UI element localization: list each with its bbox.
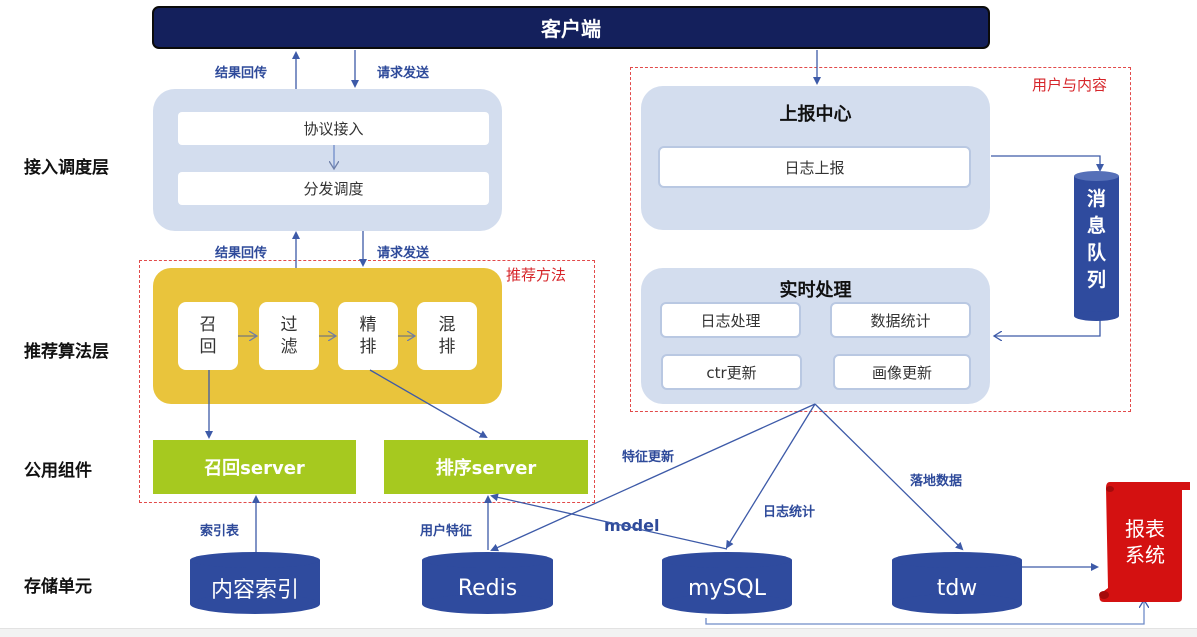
profile-update-box: 画像更新: [833, 354, 971, 390]
step-recall-char2: 回: [199, 337, 217, 357]
message-queue-char-4: 列: [1086, 269, 1106, 291]
step-filter-char1: 过: [280, 315, 298, 335]
recall-server: 召回server: [153, 440, 356, 494]
arrow-mysql-to-report: [705, 600, 1144, 625]
redis-db: Redis: [422, 566, 553, 610]
message-queue-char-2: 息: [1086, 215, 1106, 237]
client-bar: 客户端: [152, 6, 990, 49]
step-fine-rank-char1: 精: [359, 315, 377, 335]
mysql-db: mySQL: [662, 566, 792, 610]
message-queue-char-1: 消: [1086, 188, 1106, 210]
arrow-mysql-model-to-ranking-server: [490, 493, 728, 550]
arrow-log-report-to-mq: [991, 155, 1104, 172]
redis-db-shape: [422, 552, 553, 614]
arrow-realtime-landing-to-tdw: [814, 403, 964, 551]
report-system: 报表 系统: [1108, 516, 1182, 568]
data-stats-label: 数据统计: [870, 311, 931, 330]
message-queue: 消 息 队 列: [1074, 186, 1119, 294]
content-index-db-shape: [190, 552, 320, 614]
log-report-box: 日志上报: [658, 146, 971, 188]
layer-label-common: 公用组件: [24, 461, 92, 481]
arrow-mq-to-realtime: [994, 320, 1101, 336]
log-report-label: 日志上报: [784, 158, 845, 177]
dispatch-schedule-box: 分发调度: [178, 172, 489, 205]
ctr-update-box: ctr更新: [661, 354, 802, 390]
report-center-title: 上报中心: [779, 104, 852, 125]
tdw-db-shape: [892, 552, 1022, 614]
user-content-region: [630, 67, 1131, 412]
edge-label-result-return-top: 结果回传: [215, 66, 268, 81]
edge-label-log-stats: 日志统计: [763, 505, 816, 520]
arrow-realtime-feature-update-to-redis: [490, 403, 816, 552]
report-system-line1: 报表: [1125, 517, 1165, 541]
bottom-strip: [0, 628, 1197, 637]
dispatch-schedule-label: 分发调度: [303, 180, 364, 198]
edge-label-result-return-mid: 结果回传: [215, 246, 268, 261]
step-recall-char1: 召: [199, 315, 217, 335]
recall-server-label: 召回server: [204, 458, 305, 479]
mysql-db-shape: [662, 552, 792, 614]
edge-label-request-send-mid: 请求发送: [377, 246, 430, 261]
tdw-label: tdw: [936, 575, 978, 601]
edge-label-user-features: 用户特征: [420, 524, 473, 539]
step-filter: 过 滤: [259, 302, 319, 370]
realtime-processing-title: 实时处理: [779, 280, 852, 301]
step-filter-char2: 滤: [280, 337, 298, 357]
layer-label-algorithm: 推荐算法层: [24, 342, 109, 362]
ctr-update-label: ctr更新: [706, 363, 757, 382]
report-system-scroll-shape: [1099, 482, 1190, 602]
arrow-realtime-log-stats-to-mysql: [725, 403, 816, 549]
tdw-db: tdw: [892, 566, 1022, 610]
edge-label-feature-update: 特征更新: [622, 450, 675, 465]
step-mix-rank: 混 排: [417, 302, 477, 370]
content-index-db: 内容索引: [190, 566, 320, 610]
step-mix-rank-char1: 混: [438, 315, 456, 335]
message-queue-cylinder: [1074, 171, 1119, 321]
ranking-server-label: 排序server: [435, 458, 537, 479]
recommend-method-region: [139, 260, 595, 503]
step-recall: 召 回: [178, 302, 238, 370]
edge-label-request-send-top: 请求发送: [377, 66, 430, 81]
step-mix-rank-char2: 排: [438, 337, 456, 357]
report-system-line2: 系统: [1125, 543, 1165, 567]
edge-label-landing-data: 落地数据: [910, 474, 963, 489]
protocol-access-box: 协议接入: [178, 112, 489, 145]
log-processing-box: 日志处理: [660, 302, 801, 338]
layer-label-storage: 存储单元: [24, 577, 92, 597]
data-stats-box: 数据统计: [830, 302, 971, 338]
log-processing-label: 日志处理: [700, 311, 761, 330]
redis-label: Redis: [457, 575, 518, 601]
edge-label-index-table: 索引表: [200, 524, 240, 539]
client-label: 客户端: [541, 17, 601, 41]
user-content-label: 用户与内容: [1032, 76, 1108, 94]
content-index-label: 内容索引: [210, 578, 299, 603]
step-fine-rank: 精 排: [338, 302, 398, 370]
profile-update-label: 画像更新: [871, 363, 932, 382]
arrow-finerank-to-ranking-server: [369, 369, 488, 439]
step-fine-rank-char2: 排: [359, 337, 377, 357]
ranking-server: 排序server: [384, 440, 588, 494]
layer-label-access: 接入调度层: [24, 158, 109, 178]
protocol-access-label: 协议接入: [303, 120, 364, 138]
mysql-label: mySQL: [688, 575, 766, 601]
recommend-method-label: 推荐方法: [506, 266, 567, 284]
message-queue-char-3: 队: [1086, 242, 1106, 264]
